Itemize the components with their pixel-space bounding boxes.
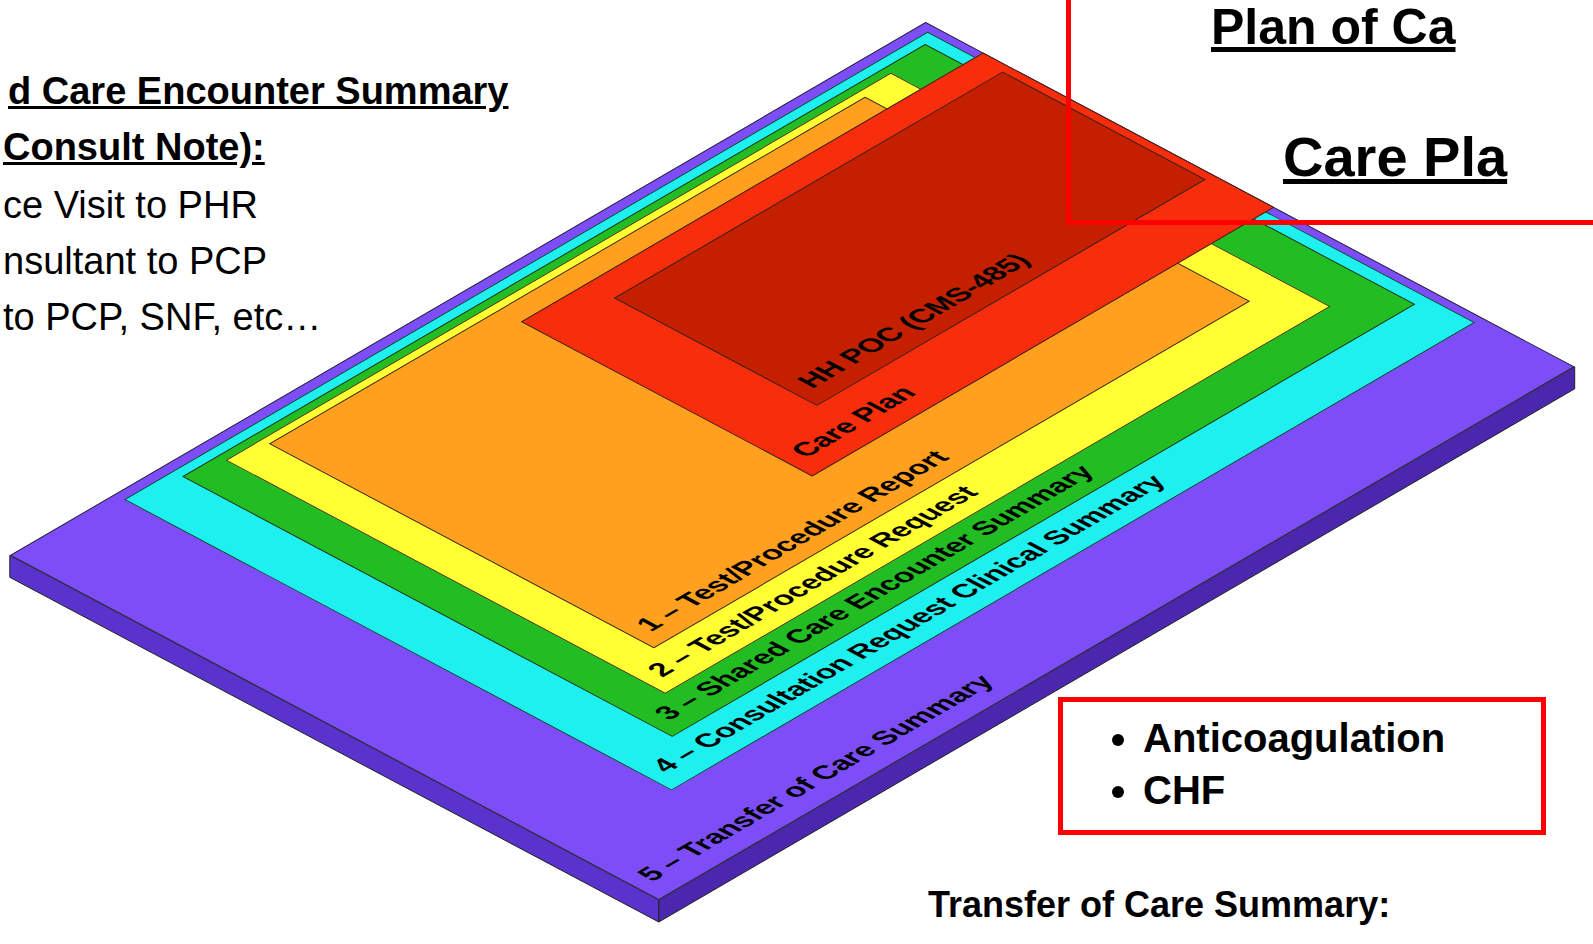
outline-box: Plan of Ca Care Pla bbox=[1066, 0, 1593, 225]
layer-band: 1 – Test/Procedure ReportCare PlanHH POC… bbox=[269, 97, 1250, 649]
note-text: to PCP, SNF, etc… bbox=[3, 296, 321, 340]
layer-band: 3 – Shared Care Encounter Summary2 – Tes… bbox=[182, 44, 1415, 737]
bullet-item: CHF bbox=[1143, 764, 1521, 816]
layer-band: HH POC (CMS-485) bbox=[614, 72, 1206, 406]
section-heading: Transfer of Care Summary: bbox=[928, 884, 1390, 925]
note-text: ce Visit to PHR bbox=[3, 184, 258, 228]
note-text: d Care Encounter Summary bbox=[8, 70, 508, 114]
bullet-list: AnticoagulationCHF bbox=[1063, 702, 1541, 826]
heading-text: Plan of Ca bbox=[1211, 0, 1455, 57]
layer-band: 4 – Consultation Request Clinical Summar… bbox=[124, 32, 1475, 791]
layer-band: 2 – Test/Procedure Request1 – Test/Proce… bbox=[226, 73, 1331, 694]
bullet-item: Anticoagulation bbox=[1143, 712, 1521, 764]
layer-label: HH POC (CMS-485) bbox=[791, 250, 1037, 392]
note-text: nsultant to PCP bbox=[3, 240, 267, 284]
heading-text: Care Pla bbox=[1283, 125, 1507, 189]
callout-box: AnticoagulationCHF bbox=[1058, 697, 1546, 835]
layer-band: Care PlanHH POC (CMS-485) bbox=[521, 53, 1275, 477]
note-text: Consult Note): bbox=[3, 126, 265, 170]
